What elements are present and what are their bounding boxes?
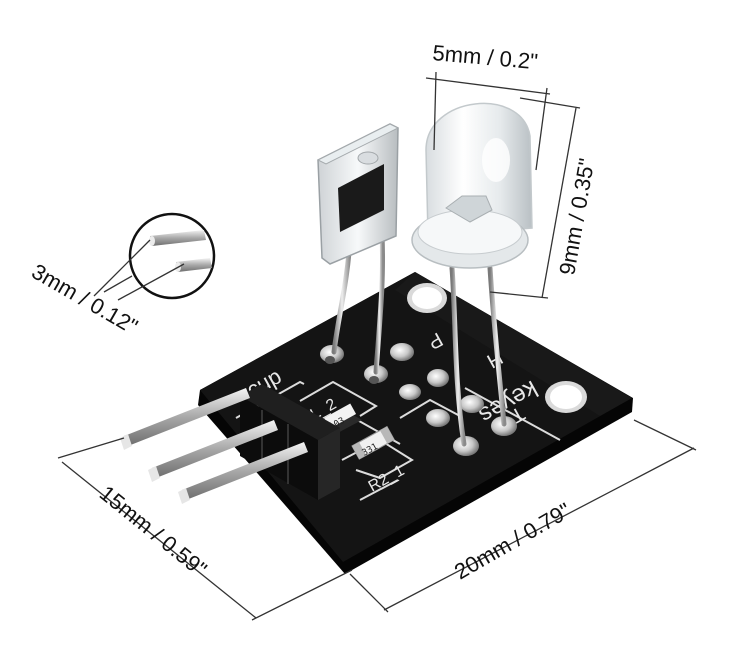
solder-pads bbox=[320, 343, 517, 456]
smd-resistor-331: 331 bbox=[351, 425, 395, 460]
ir-led bbox=[411, 102, 533, 269]
led-legs bbox=[449, 265, 507, 447]
dim-led-height: 9mm / 0.35" bbox=[554, 156, 599, 276]
dim-board-length: 20mm / 0.79" bbox=[450, 498, 575, 585]
dim-led-diameter: 5mm / 0.2" bbox=[432, 40, 539, 74]
pin-header bbox=[240, 384, 340, 500]
dim-pin-pitch: 3mm / 0.12" bbox=[28, 259, 143, 340]
pin-pitch-inset bbox=[128, 212, 216, 300]
mounting-holes bbox=[407, 283, 587, 413]
dimension-lines bbox=[57, 71, 697, 621]
header-pins bbox=[120, 388, 308, 504]
ir-receiver bbox=[316, 123, 400, 265]
